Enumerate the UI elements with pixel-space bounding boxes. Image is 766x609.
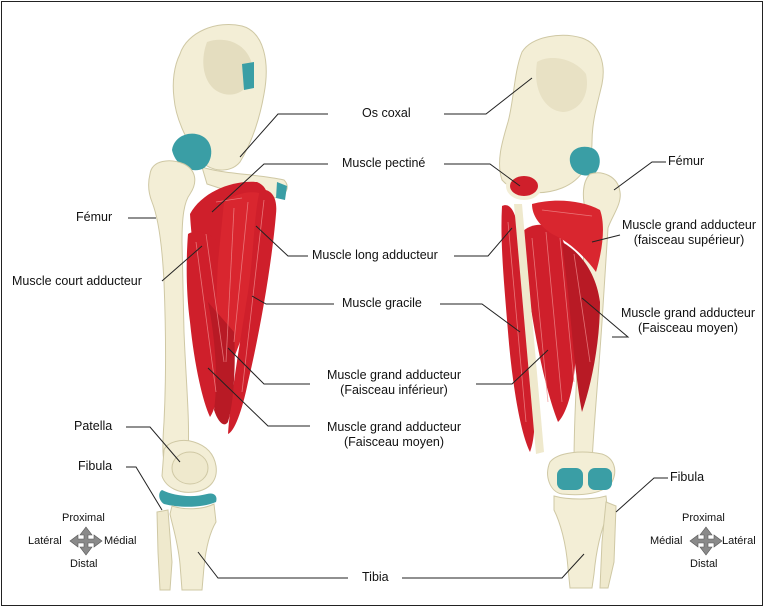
compass-left-medial: Médial — [104, 535, 136, 548]
right-pectine-muscle — [508, 174, 540, 198]
label-tibia: Tibia — [362, 570, 389, 585]
right-knee-cartilage-1 — [557, 468, 583, 490]
label-grand-adducteur-moyen-line2: (Faisceau moyen) — [314, 435, 474, 450]
label-fibula-right: Fibula — [670, 470, 704, 485]
label-grand-adducteur-moyen-right: Muscle grand adducteur (Faisceau moyen) — [612, 306, 763, 336]
right-leg — [500, 35, 621, 588]
left-tibia — [170, 504, 216, 590]
label-muscle-court-adducteur: Muscle court adducteur — [12, 274, 142, 289]
left-leg — [149, 24, 288, 590]
compass-left-arrows — [70, 527, 102, 555]
label-muscle-long-adducteur: Muscle long adducteur — [312, 248, 438, 263]
left-patella-bone — [172, 452, 208, 484]
compass-left-distal: Distal — [70, 558, 98, 571]
label-femur-left: Fémur — [76, 210, 112, 225]
label-grand-adducteur-moyen-right-line1: Muscle grand adducteur — [612, 306, 763, 321]
label-grand-adducteur-moyen: Muscle grand adducteur (Faisceau moyen) — [314, 420, 474, 450]
compass-left-lateral: Latéral — [28, 535, 62, 548]
label-grand-adducteur-moyen-line1: Muscle grand adducteur — [314, 420, 474, 435]
compass-right-arrows — [690, 527, 722, 555]
compass-left-proximal: Proximal — [62, 512, 105, 525]
label-fibula-left: Fibula — [78, 459, 112, 474]
compass-right-medial: Médial — [650, 535, 682, 548]
compass-right-proximal: Proximal — [682, 512, 725, 525]
compass-right-distal: Distal — [690, 558, 718, 571]
label-grand-adducteur-inferieur: Muscle grand adducteur (Faisceau inférie… — [314, 368, 474, 398]
label-patella: Patella — [74, 419, 112, 434]
label-muscle-gracile: Muscle gracile — [342, 296, 422, 311]
right-knee-cartilage-2 — [588, 468, 612, 490]
label-muscle-pectine: Muscle pectiné — [342, 156, 425, 171]
label-grand-adducteur-inferieur-line2: (Faisceau inférieur) — [314, 383, 474, 398]
left-fibula — [157, 510, 172, 590]
label-grand-adducteur-superieur-line2: (faisceau supérieur) — [614, 233, 763, 248]
left-femur — [149, 161, 195, 470]
label-grand-adducteur-inferieur-line1: Muscle grand adducteur — [314, 368, 474, 383]
label-femur-right: Fémur — [668, 154, 704, 169]
label-os-coxal: Os coxal — [362, 106, 411, 121]
compass-right-lateral: Latéral — [722, 535, 756, 548]
label-grand-adducteur-moyen-right-line2: (Faisceau moyen) — [612, 321, 763, 336]
left-coxal-cartilage — [242, 62, 254, 90]
right-tibia — [554, 496, 608, 588]
label-grand-adducteur-superieur: Muscle grand adducteur (faisceau supérie… — [614, 218, 763, 248]
label-grand-adducteur-superieur-line1: Muscle grand adducteur — [614, 218, 763, 233]
